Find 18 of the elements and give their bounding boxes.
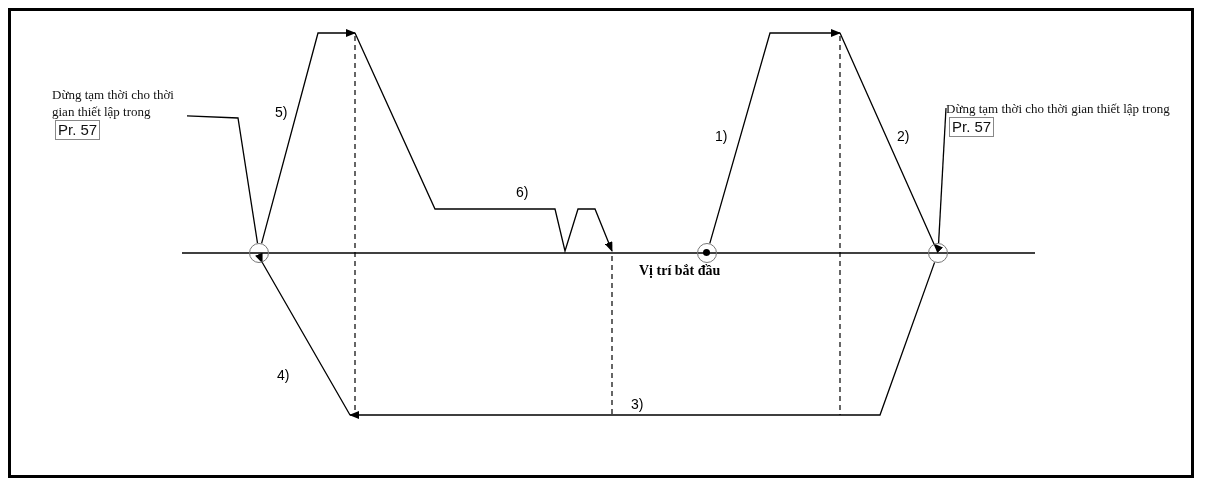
position-label: Vị trí bắt đầu [639, 263, 721, 279]
step-number: 3) [630, 396, 645, 412]
motion-path-arrow [709, 29, 841, 245]
step-number: 4) [276, 367, 291, 383]
callout-text: Dừng tạm thời cho thời gian thiết lập trong [946, 101, 1170, 116]
leader-line [937, 107, 947, 244]
motion-path-arrow [349, 261, 936, 419]
leader-line [186, 115, 259, 244]
parameter-box: Pr. 57 [949, 117, 995, 137]
step-number: 1) [714, 128, 729, 144]
callout-text: Dừng tạm thời cho thời gian thiết lập trong [52, 87, 174, 119]
step-number: 2) [896, 128, 911, 144]
step-number: 5) [274, 104, 289, 120]
motion-path-arrow [260, 29, 356, 244]
step-number: 6) [515, 184, 530, 200]
motion-path-arrow [255, 252, 351, 416]
motion-path-arrow [839, 32, 944, 254]
parameter-box: Pr. 57 [55, 120, 101, 140]
